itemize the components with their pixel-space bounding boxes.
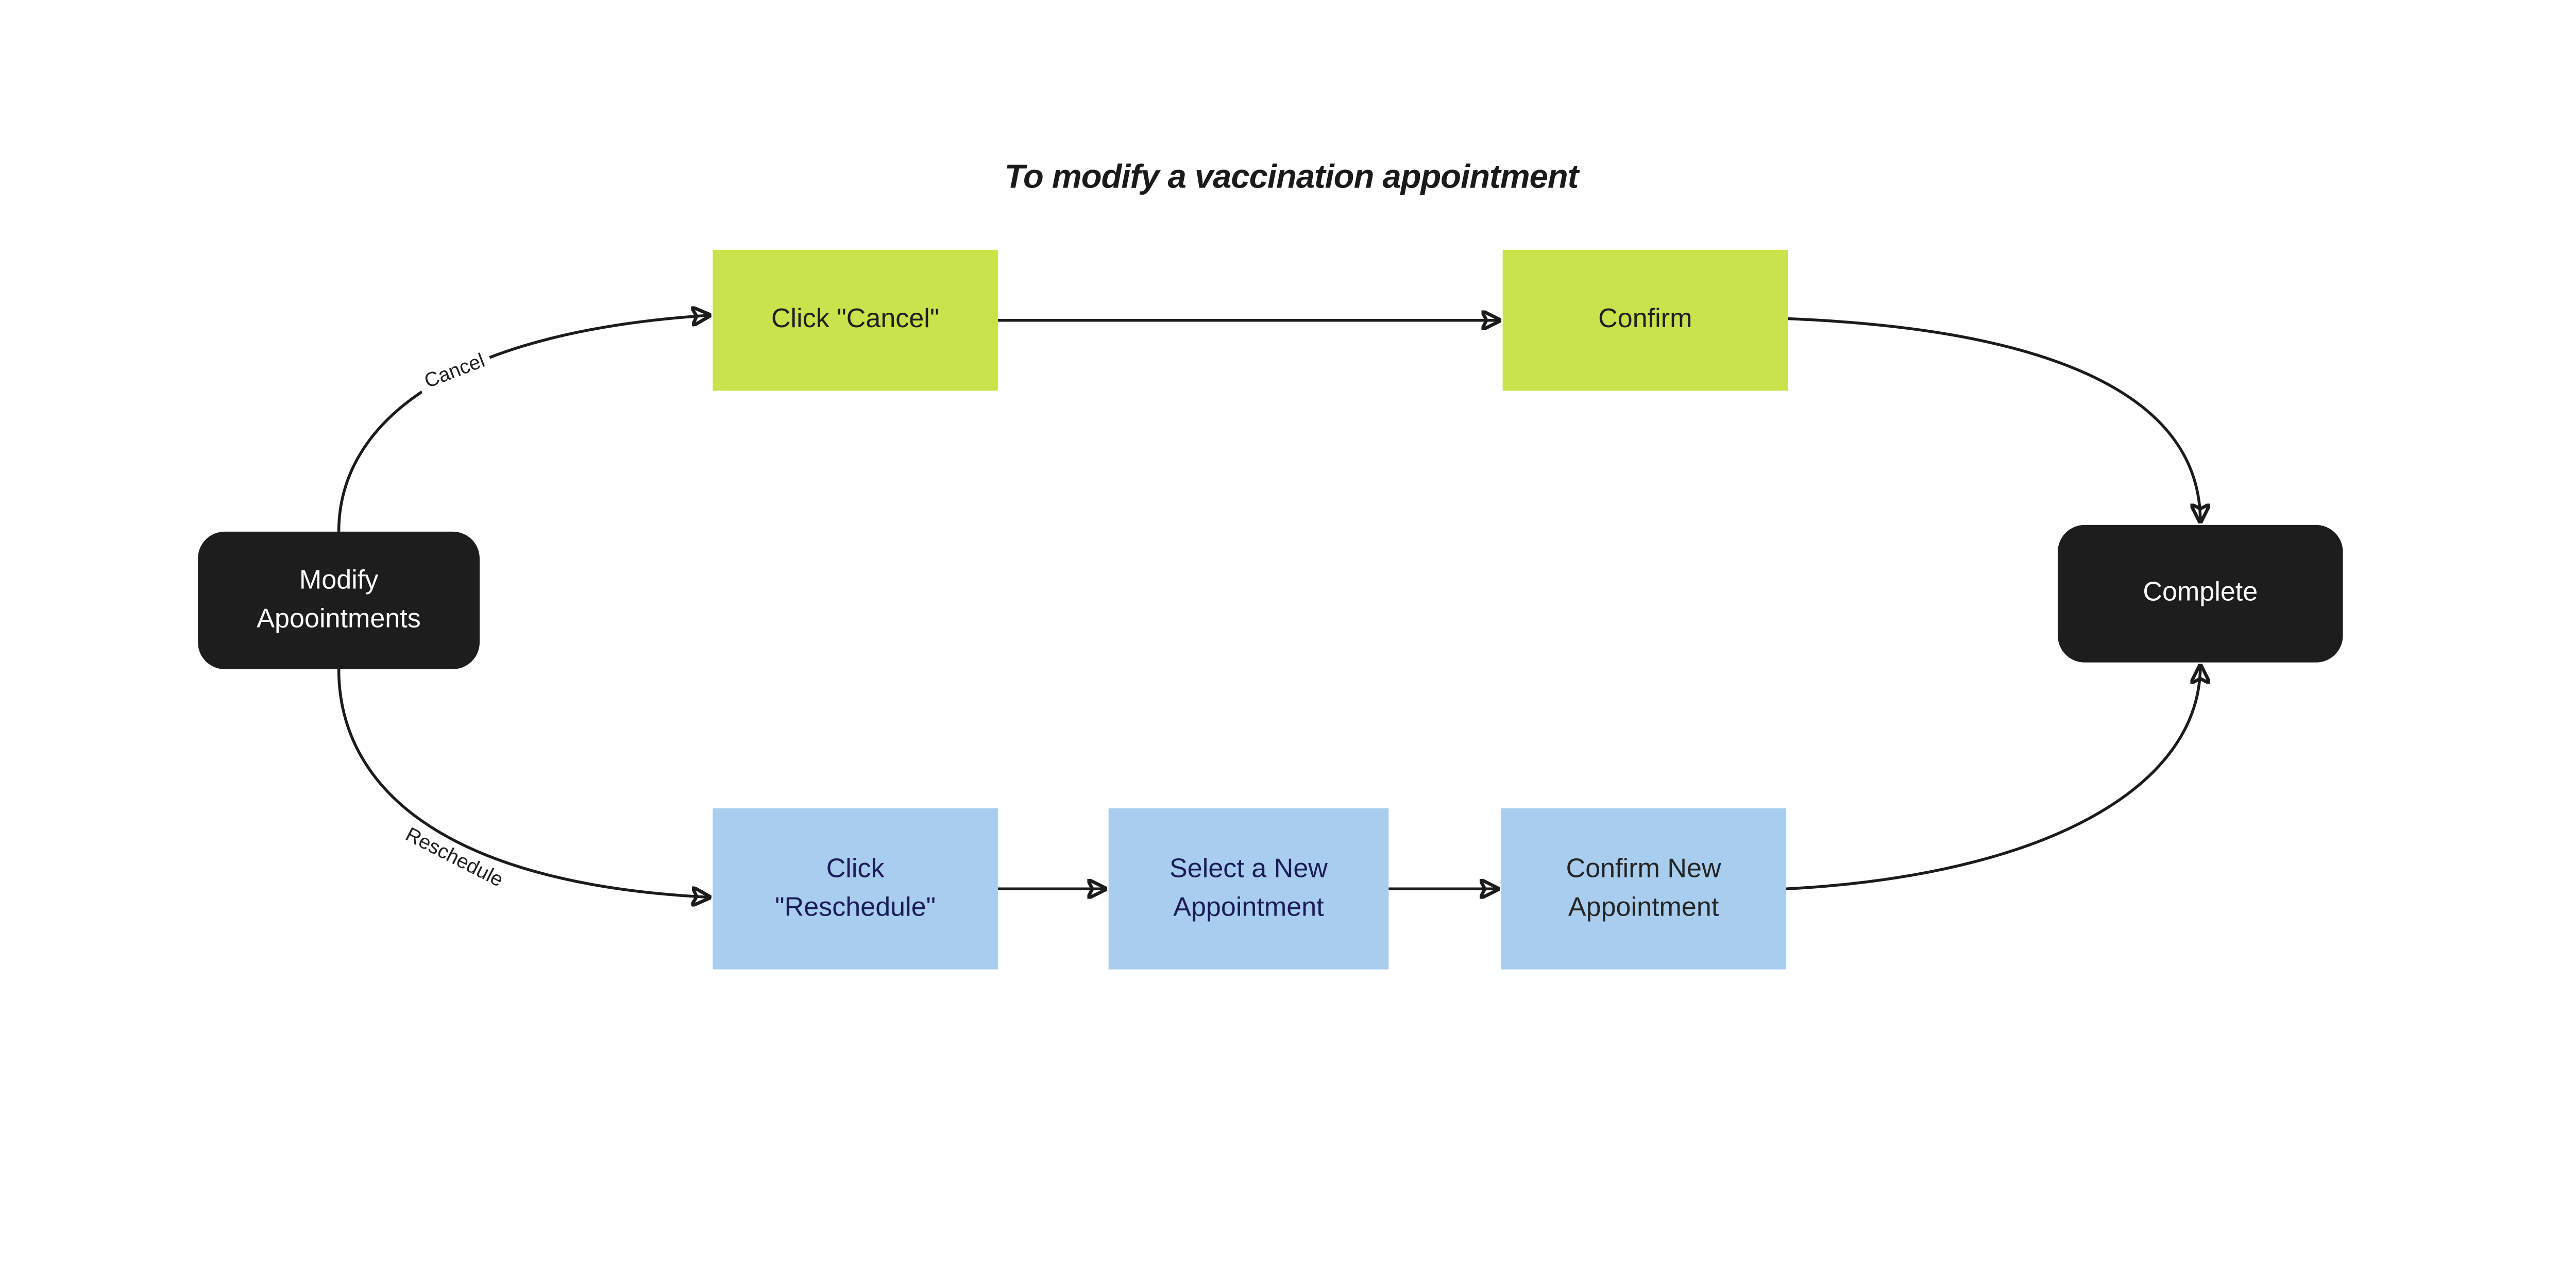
node-select-new-appointment: Select a New Appointment — [1108, 808, 1389, 970]
node-click-cancel: Click "Cancel" — [713, 250, 998, 391]
flowchart-canvas: To modify a vaccination appointment Canc… — [198, 0, 2576, 1057]
edge-modify-to-click-reschedule — [337, 669, 709, 898]
edge-confirm-new-to-complete — [1786, 666, 2200, 891]
node-modify-appointments: Modify Apoointments — [198, 531, 480, 669]
diagram-title: To modify a vaccination appointment — [1004, 159, 1579, 196]
node-click-reschedule: Click "Reschedule" — [713, 808, 998, 970]
node-confirm: Confirm — [1502, 250, 1788, 391]
node-confirm-new-appointment: Confirm New Appointment — [1501, 808, 1786, 970]
edges-layer — [337, 0, 2576, 1057]
edge-confirm-to-complete — [1787, 317, 2200, 521]
node-complete: Complete — [2058, 524, 2343, 663]
edge-modify-to-click-cancel — [337, 315, 709, 532]
